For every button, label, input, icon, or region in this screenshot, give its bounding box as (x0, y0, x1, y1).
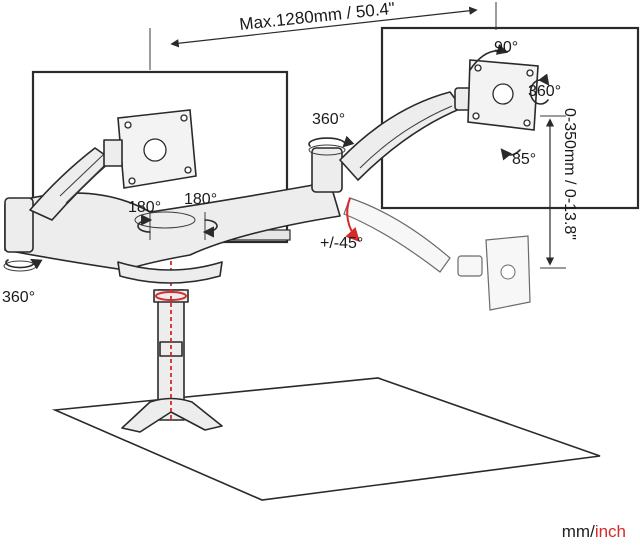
width-label: Max.1280mm / 50.4" (238, 0, 395, 34)
unit-separator: / (590, 522, 595, 541)
right-monitor-frame (380, 26, 640, 210)
width-dimension (149, 2, 497, 70)
unit-inch: inch (594, 522, 626, 541)
right-head-top-rotation-label: 90° (494, 39, 518, 56)
right-vesa-plate (467, 44, 550, 161)
center-joint-rotation-label: 360° (312, 111, 345, 128)
center-rotation-arcs (137, 214, 218, 238)
height-dimension (540, 115, 566, 269)
tilt-label: +/-45° (320, 235, 363, 252)
right-head-tilt-label: 85° (512, 151, 536, 168)
right-gas-arm (339, 87, 478, 181)
left-base-rotation-label: 360° (2, 289, 35, 306)
left-vesa-plate (103, 109, 197, 189)
left-base-joint (3, 197, 43, 272)
crossbar-arm (4, 181, 341, 284)
height-label: 0-350mm / 0-13.8" (561, 108, 578, 240)
center-right-rotation-label: 180° (184, 191, 217, 208)
right-lowered-arm (343, 197, 531, 311)
center-left-rotation-label: 180° (128, 199, 161, 216)
unit-mm: mm (561, 522, 591, 541)
right-head-side-rotation-label: 360° (528, 83, 561, 100)
mount-pole (121, 212, 223, 433)
desk-plate (51, 377, 601, 501)
center-joint (308, 135, 355, 193)
unit-legend: mm/inch (562, 522, 626, 542)
